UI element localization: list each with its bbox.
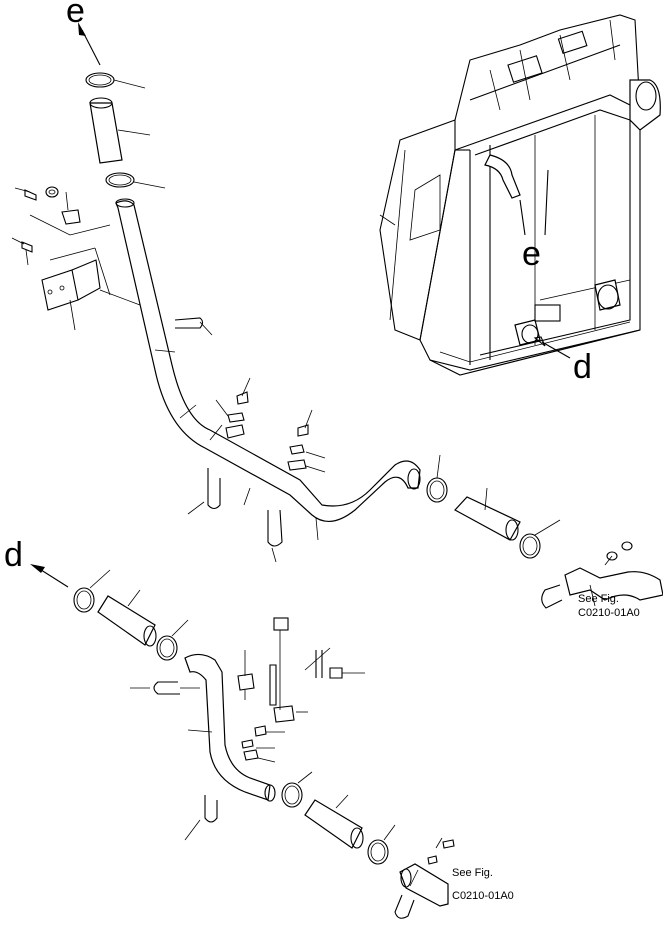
view-label-d-left: d xyxy=(4,536,23,574)
radiator-assembly xyxy=(379,14,661,376)
lower-hose-route xyxy=(30,564,396,865)
reference-upper xyxy=(541,541,663,609)
mid-clamps xyxy=(187,377,326,563)
view-label-e-top: e xyxy=(66,0,85,30)
reference-lower xyxy=(394,837,455,919)
upper-hose-route xyxy=(78,22,561,559)
reference-upper-line1: See Fig. xyxy=(578,593,619,605)
upper-bracket xyxy=(11,186,213,336)
view-label-e-radiator: e xyxy=(522,235,541,273)
reference-lower-line1: See Fig. xyxy=(452,867,493,879)
reference-upper-line2: C0210-01A0 xyxy=(578,607,640,619)
reference-lower-line2: C0210-01A0 xyxy=(452,890,514,902)
view-label-d-radiator: d xyxy=(573,348,592,386)
